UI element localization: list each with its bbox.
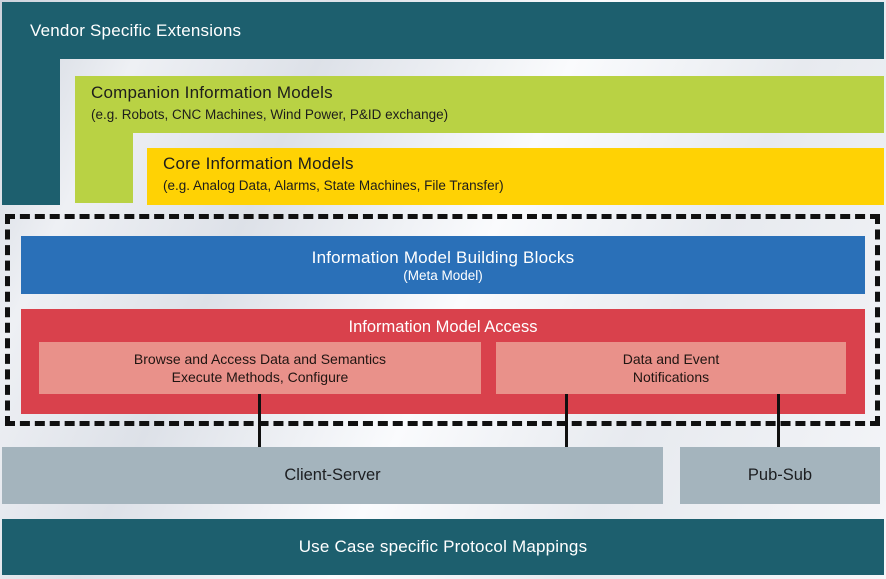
pub-sub-label: Pub-Sub xyxy=(747,466,813,484)
client-server-label: Client-Server xyxy=(284,466,381,484)
notifications-line1: Data and Event xyxy=(622,351,720,367)
companion-models-subtitle: (e.g. Robots, CNC Machines, Wind Power, … xyxy=(91,107,449,122)
building-blocks-title: Information Model Building Blocks xyxy=(311,247,575,267)
core-models-layer: Core Information Models (e.g. Analog Dat… xyxy=(147,148,884,205)
companion-models-title: Companion Information Models xyxy=(91,83,333,102)
dashed-scope-outline xyxy=(5,214,880,426)
core-models-title: Core Information Models xyxy=(163,154,354,173)
vendor-extensions-title: Vendor Specific Extensions xyxy=(30,20,242,40)
core-models-subtitle: (e.g. Analog Data, Alarms, State Machine… xyxy=(163,178,504,193)
protocol-mappings-title: Use Case specific Protocol Mappings xyxy=(298,537,588,556)
notifications-line2: Notifications xyxy=(632,369,710,385)
model-access-title: Information Model Access xyxy=(348,318,538,336)
data-event-notifications-box: Data and Event Notifications xyxy=(496,342,846,394)
connector-line-notifications-to-pub-sub xyxy=(777,394,780,447)
vendor-extensions-layer: Vendor Specific Extensions xyxy=(2,2,884,59)
building-blocks-subtitle: (Meta Model) xyxy=(403,267,483,283)
connector-line-notifications-to-client-server xyxy=(565,394,568,447)
browse-access-line2: Execute Methods, Configure xyxy=(171,369,349,385)
browse-access-box: Browse and Access Data and Semantics Exe… xyxy=(39,342,481,394)
building-blocks-layer: Information Model Building Blocks (Meta … xyxy=(21,236,865,294)
protocol-mappings-layer: Use Case specific Protocol Mappings xyxy=(2,519,884,575)
pub-sub-box: Pub-Sub xyxy=(680,447,880,504)
connector-line-browse-to-client-server xyxy=(258,394,261,447)
client-server-box: Client-Server xyxy=(2,447,663,504)
companion-models-layer: Companion Information Models (e.g. Robot… xyxy=(75,76,884,133)
browse-access-line1: Browse and Access Data and Semantics xyxy=(133,351,387,367)
